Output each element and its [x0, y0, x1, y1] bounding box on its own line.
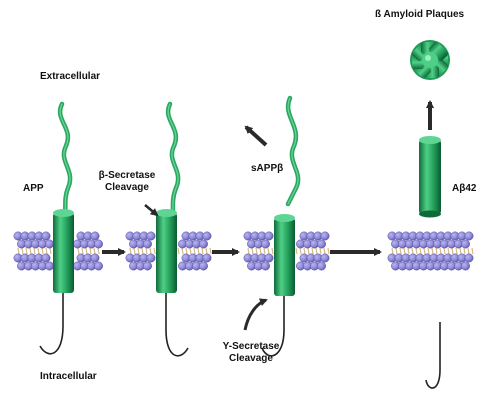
- membrane-segment-2: [125, 231, 212, 271]
- app-label: APP: [23, 183, 44, 194]
- intracellular-label: Intracellular: [40, 371, 97, 382]
- intracellular-tail-fragment: [425, 322, 441, 389]
- gamma-secretase-label: Y-Secretase Cleavage: [216, 341, 286, 365]
- arrow-gamma-cleavage-site: [243, 298, 268, 331]
- gamma-secretase-line2: Cleavage: [229, 353, 273, 364]
- app-protein-beta-cleavage: [156, 101, 189, 357]
- membrane-segment-4: [387, 231, 474, 271]
- app-protein-gamma-cleavage: [261, 95, 301, 357]
- membrane-segment-1: [13, 231, 103, 271]
- arrow-sappb-release: [244, 125, 268, 147]
- beta-secretase-line2: Cleavage: [105, 182, 149, 193]
- amyloid-plaque: [410, 40, 450, 80]
- membrane-segment-3: [243, 231, 330, 271]
- arrow-beta-cleavage-site: [144, 204, 159, 217]
- abeta42-label: Aβ42: [452, 183, 477, 194]
- beta-secretase-label: β-Secretase Cleavage: [95, 170, 159, 194]
- extracellular-label: Extracellular: [40, 71, 101, 82]
- sappb-label: sAPPβ: [251, 163, 284, 174]
- amyloid-plaques-label: ß Amyloid Plaques: [375, 9, 465, 20]
- abeta42-peptide: [419, 136, 441, 218]
- app-protein: [39, 101, 74, 355]
- beta-secretase-line1: β-Secretase: [98, 170, 156, 181]
- gamma-secretase-line1: Y-Secretase: [222, 341, 280, 352]
